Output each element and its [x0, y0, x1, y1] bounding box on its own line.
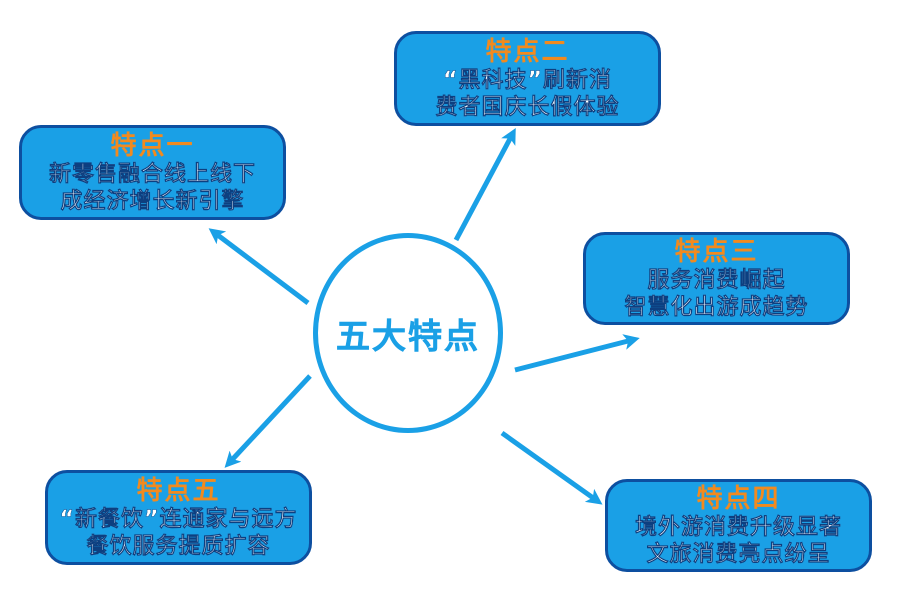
feature-card-4: 特点四 境外游消费升级显著 文旅消费亮点纷呈: [605, 479, 872, 572]
feature-title: 特点四: [696, 483, 781, 514]
feature-title: 特点五: [136, 475, 221, 506]
feature-line: 服务消费崛起: [647, 267, 786, 293]
feature-title: 特点二: [485, 36, 570, 67]
feature-line: 文旅消费亮点纷呈: [646, 541, 831, 567]
feature-line: 智慧化出游成趋势: [624, 294, 809, 320]
hub-circle: 五大特点: [313, 233, 503, 433]
feature-card-1: 特点一 新零售融合线上线下 成经济增长新引擎: [19, 125, 286, 220]
arrow-to-feature-4: [500, 430, 603, 505]
feature-line: 餐饮服务提质扩容: [86, 533, 271, 559]
feature-line: 费者国庆长假体验: [435, 94, 620, 120]
feature-card-2: 特点二 “黑科技”刷新消 费者国庆长假体验: [394, 31, 661, 126]
feature-line: 成经济增长新引擎: [60, 188, 245, 214]
feature-title: 特点一: [110, 130, 195, 161]
arrow-to-feature-5: [224, 374, 312, 468]
feature-line: “新餐饮”连通家与远方: [59, 506, 298, 532]
feature-line: 境外游消费升级显著: [634, 514, 842, 540]
feature-title: 特点三: [674, 236, 759, 267]
feature-card-3: 特点三 服务消费崛起 智慧化出游成趋势: [583, 232, 850, 325]
arrow-to-feature-2: [453, 127, 516, 242]
hub-label: 五大特点: [336, 316, 480, 357]
feature-line: 新零售融合线上线下: [48, 161, 256, 187]
arrow-to-feature-3: [514, 334, 640, 373]
feature-line: “黑科技”刷新消: [443, 67, 612, 93]
feature-card-5: 特点五 “新餐饮”连通家与远方 餐饮服务提质扩容: [45, 470, 312, 565]
arrow-to-feature-1: [208, 228, 310, 305]
